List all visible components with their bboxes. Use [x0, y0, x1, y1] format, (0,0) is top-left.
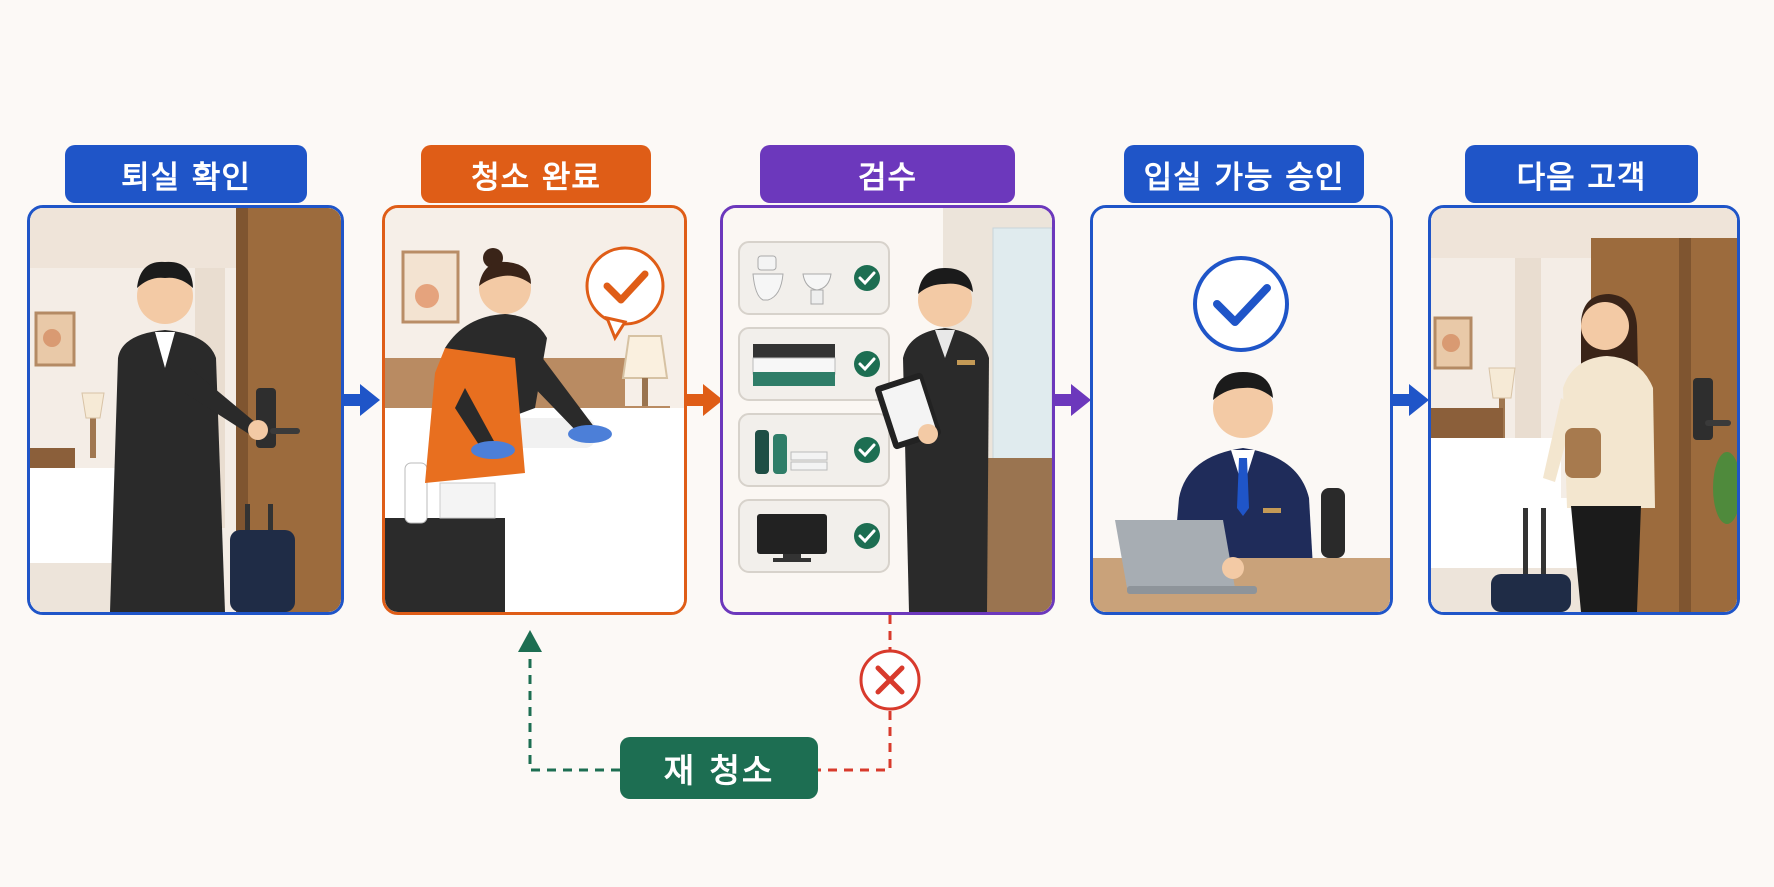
step-label-checkout: 퇴실 확인 [65, 145, 307, 203]
check-icon [1193, 256, 1289, 352]
checklist-card-amenities [738, 413, 890, 487]
panel-inspection [720, 205, 1055, 615]
arrow-right-icon [1393, 384, 1429, 416]
checklist-card-bed [738, 327, 890, 401]
return-path [528, 650, 620, 772]
panel-checkout [27, 205, 344, 615]
arrow-right-icon [344, 384, 380, 416]
arrow-right-icon [1055, 384, 1091, 416]
panel-next-guest [1428, 205, 1740, 615]
step-label-inspection: 검수 [760, 145, 1015, 203]
arrow-up-icon [518, 630, 542, 652]
step-label-next-guest: 다음 고객 [1465, 145, 1698, 203]
arrow-right-icon [687, 384, 723, 416]
step-label-checkin-approval: 입실 가능 승인 [1124, 145, 1364, 203]
check-icon [585, 246, 665, 342]
checklist-card-tv [738, 499, 890, 573]
panel-cleaning [382, 205, 687, 615]
rework-label: 재 청소 [620, 737, 818, 799]
step-label-cleaning-done: 청소 완료 [421, 145, 651, 203]
x-circle-icon [859, 649, 921, 711]
checklist-card-bathroom [738, 241, 890, 315]
panel-approval [1090, 205, 1393, 615]
